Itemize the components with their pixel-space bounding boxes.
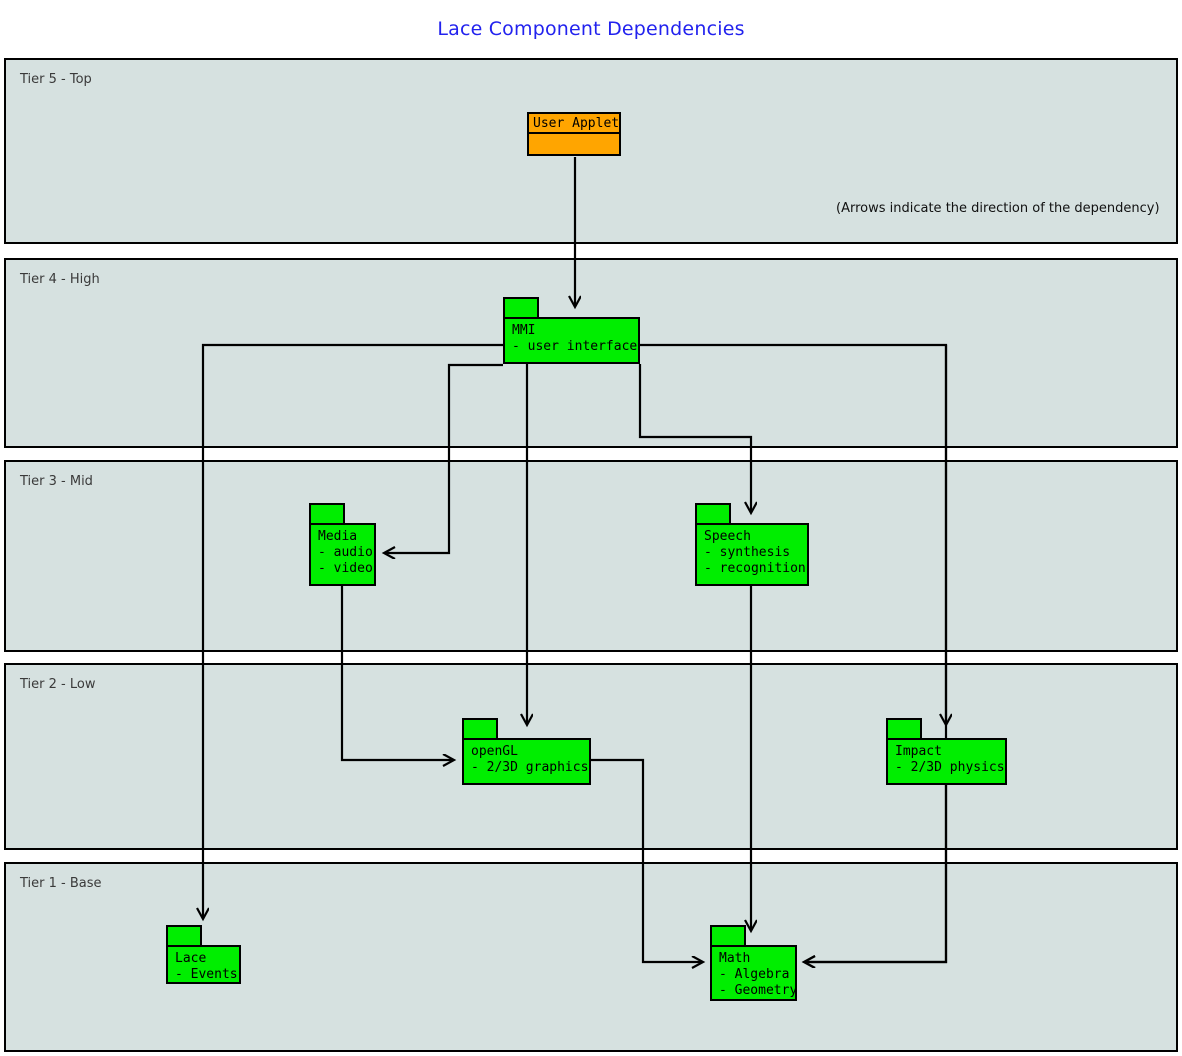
component-detail: - 2/3D physics: [895, 760, 1005, 775]
tier-label: Tier 3 - Mid: [20, 474, 93, 489]
page-title: Lace Component Dependencies: [437, 18, 745, 40]
component-detail: - video: [318, 561, 373, 576]
component-name: Lace: [175, 951, 207, 966]
legend-note: (Arrows indicate the direction of the de…: [836, 201, 1160, 216]
package-tab-icon: [166, 925, 202, 947]
component-user-applet[interactable]: User Applet: [527, 112, 621, 156]
component-detail: - 2/3D graphics: [471, 760, 589, 775]
user-applet-body: [527, 132, 621, 156]
package-tab-icon: [695, 503, 731, 525]
package-tab-icon: [886, 718, 922, 740]
component-name: Speech: [704, 529, 751, 544]
component-name: Impact: [895, 744, 942, 759]
tier-panel-4: Tier 4 - High: [4, 258, 1178, 448]
component-name: Math: [719, 951, 751, 966]
component-math-body: Math - Algebra - Geometry: [710, 945, 797, 1001]
component-opengl-body: openGL - 2/3D graphics: [462, 738, 591, 785]
tier-label: Tier 1 - Base: [20, 876, 102, 891]
component-detail: - user interface: [512, 339, 638, 354]
component-detail: - Algebra: [719, 967, 790, 982]
component-lace-body: Lace - Events: [166, 945, 241, 984]
component-detail: - audio: [318, 545, 373, 560]
component-detail: - Events: [175, 967, 238, 982]
component-name: Media: [318, 529, 358, 544]
component-detail: - recognition: [704, 561, 806, 576]
tier-label: Tier 5 - Top: [20, 72, 92, 87]
component-name: MMI: [512, 323, 536, 338]
component-mmi-body: MMI - user interface: [503, 317, 640, 364]
package-tab-icon: [710, 925, 746, 947]
component-name: openGL: [471, 744, 518, 759]
component-impact-body: Impact - 2/3D physics: [886, 738, 1007, 785]
component-detail: - synthesis: [704, 545, 791, 560]
tier-label: Tier 2 - Low: [20, 677, 96, 692]
component-detail: - Geometry: [719, 983, 798, 998]
tier-label: Tier 4 - High: [20, 272, 100, 287]
package-tab-icon: [503, 297, 539, 319]
package-tab-icon: [309, 503, 345, 525]
component-media-body: Media - audio - video: [309, 523, 376, 586]
tier-panel-3: Tier 3 - Mid: [4, 460, 1178, 652]
package-tab-icon: [462, 718, 498, 740]
component-speech-body: Speech - synthesis - recognition: [695, 523, 809, 586]
